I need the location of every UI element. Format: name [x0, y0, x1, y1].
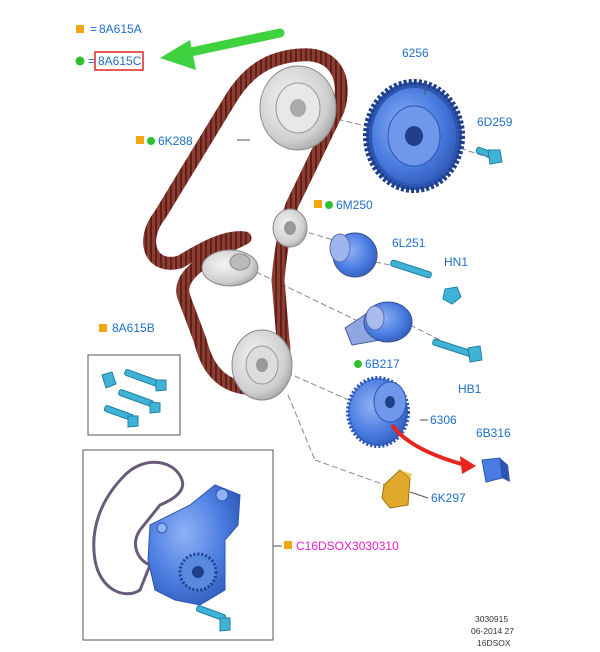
kit-bolt-3 [118, 389, 161, 414]
kit-bolt-2 [124, 369, 167, 392]
idler-stud[interactable] [390, 259, 432, 279]
idler-pulley-part-number[interactable]: 6M250 [336, 198, 373, 212]
crank-pulley-part-number[interactable]: 6306 [430, 413, 457, 427]
crank-sensor[interactable] [481, 457, 510, 483]
belt-idler-pulley [272, 208, 308, 248]
tensioner-part-number[interactable]: 6B217 [365, 357, 400, 371]
timing-cover[interactable] [381, 469, 412, 509]
idler-nut[interactable] [442, 286, 462, 305]
highlight-box [94, 51, 144, 71]
kit-bolt-4 [103, 405, 139, 428]
green-dot-marker-icon [75, 56, 85, 66]
label-idler: 6M250 [314, 198, 373, 212]
legend-equals-orange: = [90, 22, 97, 36]
idler-nut-part-number[interactable]: HN1 [444, 255, 468, 269]
label-tensioner: 6B217 [354, 357, 400, 371]
orange-square-marker-icon [136, 136, 144, 144]
belt-part-number[interactable]: 6K288 [158, 134, 193, 148]
legend-code-orange[interactable]: 8A615A [99, 22, 142, 36]
belt-cam-pulley [259, 65, 337, 151]
reference-number: 3030915 [475, 614, 508, 624]
belt-tensioner [201, 249, 259, 287]
red-curved-arrow [390, 423, 476, 474]
pulley-bolt-part-number[interactable]: 6D259 [477, 115, 513, 129]
green-arrow [160, 28, 285, 70]
pulley-bolt[interactable] [475, 146, 503, 165]
bolt-kit-part-number[interactable]: 8A615B [112, 321, 155, 335]
water-pump-box[interactable] [82, 449, 274, 641]
reference-model: 16DSOX [477, 638, 511, 648]
water-pump-body [147, 484, 241, 606]
label-belt: 6K288 [136, 134, 193, 148]
green-dot-marker-icon [147, 137, 155, 145]
leader-lines [237, 82, 429, 547]
tensioner-bolt-part-number[interactable]: HB1 [458, 382, 482, 396]
orange-square-marker-icon [99, 324, 107, 332]
tensioner-bolt[interactable] [432, 338, 483, 363]
green-dot-marker-icon [354, 360, 362, 368]
water-pump-bolt [195, 605, 231, 632]
crank-pulley[interactable] [346, 376, 410, 448]
belt-crank-sprocket [231, 329, 293, 401]
cam-pulley[interactable] [363, 79, 465, 193]
idler-stud-part-number[interactable]: 6L251 [392, 236, 426, 250]
kit-bolt-1 [101, 371, 117, 389]
crank-sensor-part-number[interactable]: 6B316 [476, 426, 511, 440]
cam-pulley-part-number[interactable]: 6256 [402, 46, 429, 60]
label-bolt-kit: 8A615B [99, 321, 155, 335]
reference-date: 06-2014 27 [471, 626, 514, 636]
orange-square-marker-icon [314, 200, 322, 208]
green-dot-marker-icon [325, 201, 333, 209]
label-water-pump: C16DSOX3030310 [284, 539, 399, 553]
alignment-lines [247, 114, 491, 486]
orange-square-marker-icon [76, 25, 84, 33]
reference-block: 3030915 06-2014 27 16DSOX [471, 614, 514, 648]
orange-square-marker-icon [284, 541, 292, 549]
legend-row-orange: = 8A615A [76, 22, 142, 36]
idler-pulley[interactable] [329, 232, 378, 278]
water-pump-gasket [92, 460, 185, 596]
bolt-kit-box[interactable] [87, 354, 181, 436]
timing-cover-part-number[interactable]: 6K297 [431, 491, 466, 505]
water-pump-part-number[interactable]: C16DSOX3030310 [296, 539, 399, 553]
legend-code-green[interactable]: 8A615C [98, 54, 142, 68]
tensioner[interactable] [344, 301, 413, 346]
legend-equals-green: = [88, 54, 95, 68]
legend-row-green: = 8A615C [75, 51, 144, 71]
